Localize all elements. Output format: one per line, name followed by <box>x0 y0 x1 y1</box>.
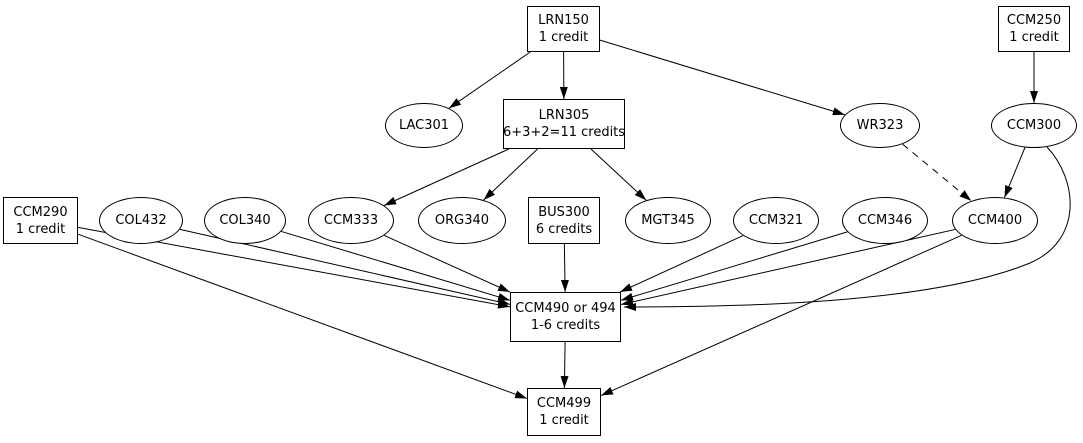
node-bus300-label: BUS300 <box>538 204 590 220</box>
node-col340: COL340 <box>204 197 286 244</box>
node-lrn150-credits: 1 credit <box>538 30 589 45</box>
node-bus300: BUS300 6 credits <box>528 197 600 244</box>
node-lac301-label: LAC301 <box>398 118 450 133</box>
edge-ccm400-ccm499 <box>600 234 962 397</box>
edge-lrn150-wr323 <box>599 39 845 116</box>
edge-lrn305-org340 <box>483 148 538 201</box>
edge-lrn305-mgt345 <box>590 148 647 201</box>
node-ccm346-label: CCM346 <box>857 213 913 228</box>
node-ccm499-credits: 1 credit <box>539 413 589 428</box>
edge-wr323-ccm400 <box>902 143 972 202</box>
edge-ccm300-ccm490 <box>623 146 1071 311</box>
node-ccm250-credits: 1 credit <box>1009 30 1059 45</box>
node-ccm490-label: CCM490 or 494 <box>515 301 616 316</box>
edge-ccm490-ccm499 <box>560 341 569 389</box>
node-ccm333: CCM333 <box>308 197 394 244</box>
edge-ccm321-ccm490 <box>619 235 744 293</box>
node-ccm346: CCM346 <box>842 197 928 244</box>
node-ccm333-label: CCM333 <box>323 213 379 228</box>
node-col432: COL432 <box>99 197 183 244</box>
node-lrn305-credits: 6+3+2=11 credits <box>502 125 626 140</box>
node-ccm490-credits: 1-6 credits <box>530 318 601 333</box>
node-org340: ORG340 <box>418 197 506 244</box>
node-ccm321-label: CCM321 <box>748 213 804 228</box>
edge-lrn150-lac301 <box>448 51 531 109</box>
edge-ccm290-ccm499 <box>77 233 528 399</box>
node-lrn150-label: LRN150 <box>538 13 589 28</box>
node-ccm400-label: CCM400 <box>967 213 1023 228</box>
node-ccm499-label: CCM499 <box>536 396 592 411</box>
node-wr323-label: WR323 <box>856 118 904 133</box>
node-ccm300: CCM300 <box>991 103 1077 148</box>
node-ccm490: CCM490 or 494 1-6 credits <box>510 292 621 342</box>
node-col432-label: COL432 <box>115 213 167 228</box>
node-ccm400: CCM400 <box>952 197 1038 244</box>
node-ccm290: CCM290 1 credit <box>3 197 78 244</box>
node-ccm250-label: CCM250 <box>1006 13 1062 28</box>
node-lac301: LAC301 <box>385 103 463 148</box>
node-lrn150: LRN150 1 credit <box>527 6 600 52</box>
node-ccm290-credits: 1 credit <box>15 221 66 237</box>
node-wr323: WR323 <box>840 103 920 148</box>
node-ccm300-label: CCM300 <box>1006 118 1062 133</box>
node-org340-label: ORG340 <box>434 213 490 228</box>
node-bus300-credits: 6 credits <box>535 221 593 237</box>
node-lrn305: LRN305 6+3+2=11 credits <box>503 99 625 149</box>
edge-ccm333-ccm490 <box>383 234 511 293</box>
node-ccm321: CCM321 <box>733 197 819 244</box>
edge-ccm300-ccm400 <box>1003 147 1026 198</box>
edge-lrn305-ccm333 <box>383 148 510 206</box>
node-ccm499: CCM499 1 credit <box>527 388 601 436</box>
edge-bus300-ccm490 <box>560 243 569 293</box>
node-ccm250: CCM250 1 credit <box>998 6 1070 52</box>
node-mgt345: MGT345 <box>625 197 711 244</box>
node-ccm290-label: CCM290 <box>13 204 68 220</box>
node-col340-label: COL340 <box>219 213 271 228</box>
node-lrn305-label: LRN305 <box>538 108 590 123</box>
edge-col340-ccm490 <box>281 230 511 301</box>
node-mgt345-label: MGT345 <box>641 213 695 228</box>
edge-ccm346-ccm490 <box>620 231 848 301</box>
